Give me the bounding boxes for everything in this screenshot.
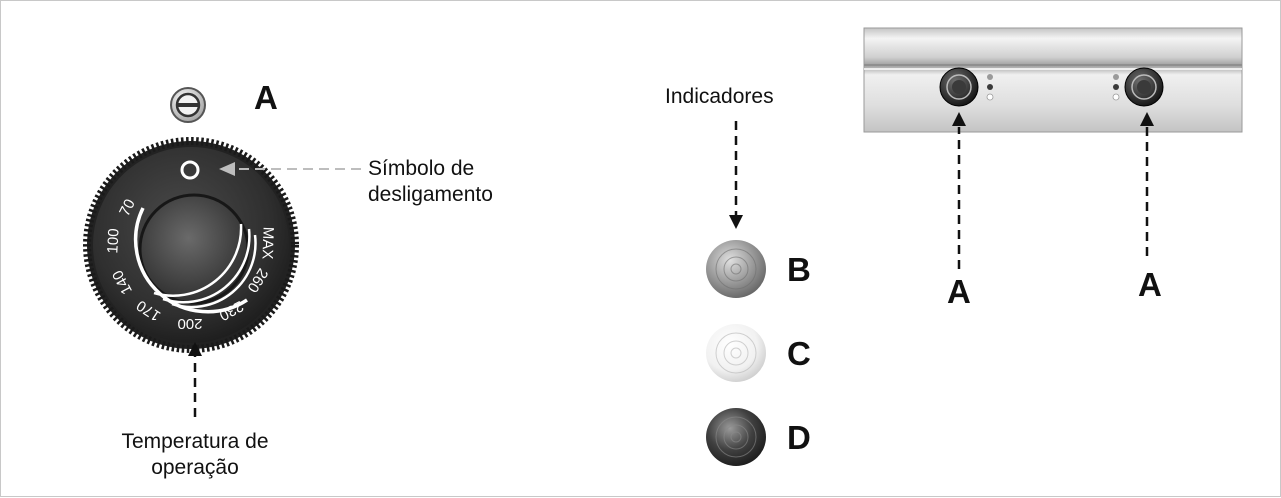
- indicators-title: Indicadores: [665, 85, 774, 108]
- panel-arrow-right: [1140, 112, 1154, 256]
- control-knob-icon: [83, 137, 299, 353]
- indicator-letter-c: C: [787, 335, 811, 372]
- off-symbol-arrow: [219, 162, 361, 176]
- knob-letter-a: A: [254, 79, 278, 116]
- off-symbol-label-line2: desligamento: [368, 183, 493, 206]
- panel-knob-letter-right: A: [1138, 266, 1162, 303]
- off-symbol-label: Símbolo de desligamento: [368, 156, 493, 208]
- lock-icon: [170, 87, 206, 123]
- indicator-light-c: [706, 324, 766, 382]
- off-symbol-label-line1: Símbolo de: [368, 157, 475, 180]
- indicator-letter-b: B: [787, 251, 811, 288]
- temperature-label-line1: Temperatura de: [121, 430, 269, 453]
- temperature-arrow: [188, 342, 202, 417]
- panel-knob-right: [1112, 67, 1164, 107]
- panel-knob-letter-left: A: [947, 273, 971, 310]
- off-symbol-icon: [180, 160, 200, 180]
- temperature-label: Temperatura de operação: [95, 429, 295, 481]
- indicator-letter-d: D: [787, 419, 811, 456]
- indicator-light-b: [706, 240, 766, 298]
- control-panel: [863, 27, 1243, 133]
- panel-arrow-left: [952, 112, 966, 269]
- scale-label-200: 200: [177, 315, 202, 332]
- scale-label-max: MAX: [258, 226, 276, 259]
- scale-label-100: 100: [104, 228, 122, 254]
- scale-label-70: 70: [116, 196, 139, 219]
- indicator-light-d: [706, 408, 766, 466]
- temperature-label-line2: operação: [151, 456, 239, 479]
- indicators-arrow: [729, 121, 743, 229]
- panel-knob-left: [939, 67, 994, 107]
